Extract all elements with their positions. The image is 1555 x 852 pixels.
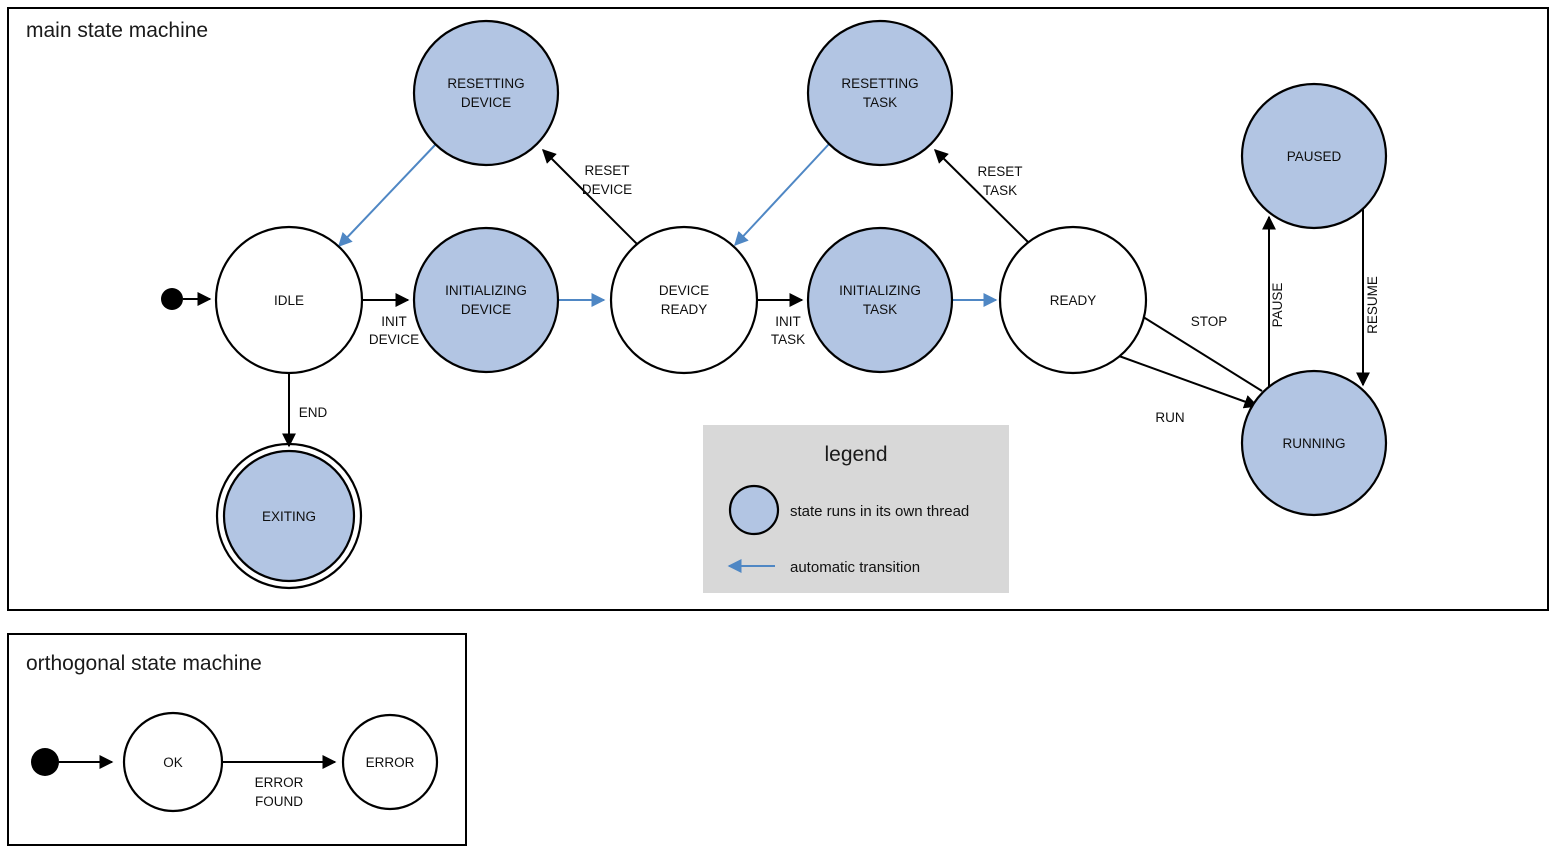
state-resetting-task-label-line2: TASK (863, 95, 897, 110)
state-paused-shape[interactable] (1240, 82, 1388, 230)
transition-ready-to-running (1118, 355, 1259, 409)
state-device-ready-label-line2: READY (661, 302, 708, 317)
state-device-ready-label-line1: DEVICE (659, 283, 709, 298)
state-error-shape[interactable] (341, 713, 439, 811)
state-paused[interactable]: PAUSED (1240, 82, 1388, 230)
state-resetting-task-shape[interactable] (806, 19, 954, 167)
state-ready-label: READY (1050, 293, 1097, 308)
edge-label-run: RUN (1155, 410, 1184, 425)
edge-label-init-task-line2: TASK (771, 332, 805, 347)
state-running-shape[interactable] (1240, 369, 1388, 517)
state-ok-label: OK (163, 755, 183, 770)
state-ok-shape[interactable] (122, 711, 224, 813)
start-dot-icon (161, 288, 183, 310)
legend-title: legend (824, 443, 887, 466)
transition-device-ready-to-resetting-device (542, 149, 638, 245)
state-initializing-task-label-line2: TASK (863, 302, 897, 317)
state-exiting[interactable]: EXITING (215, 442, 363, 590)
main-states: IDLE INITIALIZING DEVICE DEVICE READY IN… (214, 19, 1388, 590)
legend: legend state runs in its own thread auto… (703, 425, 1009, 593)
initial-pseudostate-main (161, 288, 212, 310)
state-running-label: RUNNING (1283, 436, 1346, 451)
state-resetting-task[interactable]: RESETTING TASK (806, 19, 954, 167)
edge-label-stop: STOP (1191, 314, 1228, 329)
state-exiting-label: EXITING (262, 509, 316, 524)
state-resetting-device[interactable]: RESETTING DEVICE (412, 19, 560, 167)
edge-label-init-task-line1: INIT (775, 314, 801, 329)
main-state-machine-panel: main state machine (7, 7, 1549, 611)
edge-label-end: END (299, 405, 328, 420)
edge-label-pause: PAUSE (1270, 283, 1285, 328)
state-initializing-device-label-line1: INITIALIZING (445, 283, 527, 298)
state-device-ready-shape[interactable] (609, 225, 759, 375)
transition-running-to-ready (1130, 309, 1263, 392)
orthogonal-state-machine-panel: orthogonal state machine ERROR FOUND OK … (7, 633, 467, 846)
main-panel-title: main state machine (26, 19, 208, 42)
edge-label-reset-device-line2: DEVICE (582, 182, 632, 197)
state-idle-shape[interactable] (214, 225, 364, 375)
main-transition-labels: INIT DEVICE INIT TASK RESET DEVICE RESET… (299, 163, 1380, 425)
state-resetting-device-label-line2: DEVICE (461, 95, 511, 110)
edge-label-reset-task-line2: TASK (983, 183, 1017, 198)
state-idle-label: IDLE (274, 293, 304, 308)
state-initializing-device-label-line2: DEVICE (461, 302, 511, 317)
edge-label-init-device-line1: INIT (381, 314, 407, 329)
state-error-label: ERROR (366, 755, 415, 770)
legend-item-thread-text: state runs in its own thread (790, 503, 969, 520)
state-error[interactable]: ERROR (341, 713, 439, 811)
transition-ready-to-resetting-task (934, 149, 1029, 243)
state-exiting-outer-ring (215, 442, 363, 590)
state-idle[interactable]: IDLE (214, 225, 364, 375)
state-initializing-device[interactable]: INITIALIZING DEVICE (412, 226, 560, 374)
initial-pseudostate-orthogonal (31, 748, 114, 776)
orthogonal-panel-title: orthogonal state machine (26, 652, 262, 675)
edge-label-resume: RESUME (1365, 276, 1380, 334)
state-initializing-device-shape[interactable] (412, 226, 560, 374)
edge-label-reset-task-line1: RESET (977, 164, 1022, 179)
state-ready-shape[interactable] (998, 225, 1148, 375)
edge-label-init-device-line2: DEVICE (369, 332, 419, 347)
state-resetting-task-label-line1: RESETTING (841, 76, 918, 91)
transition-resetting-task-to-device-ready (734, 143, 830, 247)
state-resetting-device-shape[interactable] (412, 19, 560, 167)
state-initializing-task[interactable]: INITIALIZING TASK (806, 226, 954, 374)
state-ready[interactable]: READY (998, 225, 1148, 375)
state-running[interactable]: RUNNING (1240, 369, 1388, 517)
main-transitions (282, 143, 1370, 448)
edge-label-error-found-line1: ERROR (255, 775, 304, 790)
state-device-ready[interactable]: DEVICE READY (609, 225, 759, 375)
state-resetting-device-label-line1: RESETTING (447, 76, 524, 91)
state-initializing-task-label-line1: INITIALIZING (839, 283, 921, 298)
start-dot-icon-orthogonal (31, 748, 59, 776)
state-exiting-shape[interactable] (222, 449, 356, 583)
legend-item-auto-text: automatic transition (790, 559, 920, 576)
edge-label-reset-device-line1: RESET (584, 163, 629, 178)
legend-thread-state-icon (728, 484, 780, 536)
state-initializing-task-shape[interactable] (806, 226, 954, 374)
edge-label-error-found-line2: FOUND (255, 794, 303, 809)
state-paused-label: PAUSED (1287, 149, 1342, 164)
state-ok[interactable]: OK (122, 711, 224, 813)
transition-resetting-device-to-idle (338, 143, 437, 248)
